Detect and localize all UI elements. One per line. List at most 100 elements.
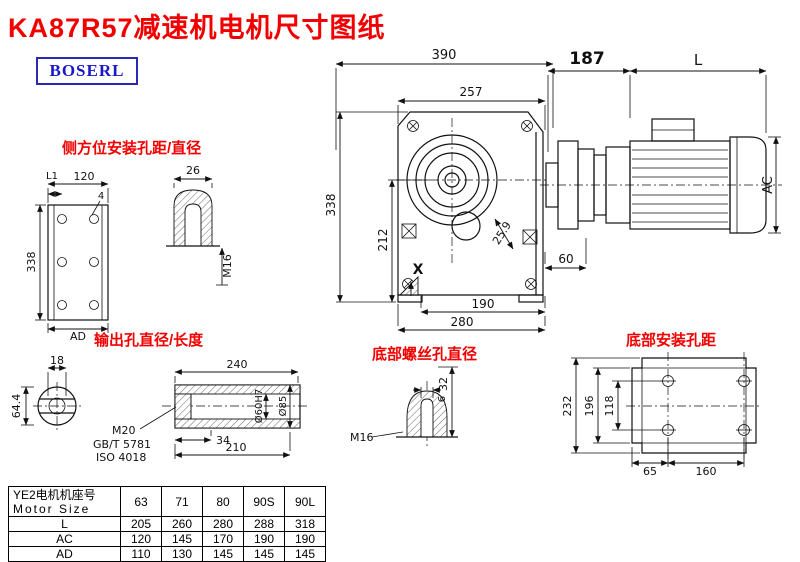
dim-160: 160 xyxy=(696,465,717,478)
dim-64p4-lines xyxy=(21,386,34,426)
dim-120-lines xyxy=(47,181,109,203)
dim-212-lines xyxy=(388,179,430,303)
dim-AD: AD xyxy=(70,330,86,343)
dim-257-lines xyxy=(397,98,546,130)
dim-280-lines xyxy=(397,304,546,333)
plate-holes xyxy=(57,214,99,310)
header-line2: Motor Size xyxy=(13,501,91,516)
dim-240-lines xyxy=(174,369,299,383)
cell-L-90S: 288 xyxy=(243,516,285,532)
dim-210: 210 xyxy=(226,441,247,454)
dim-187-lines xyxy=(547,68,631,152)
motor-size-table: YE2电机机座号 Motor Size 63 71 80 90S 90L L 2… xyxy=(8,486,326,562)
label-bottom-screw: 底部螺丝孔直径 xyxy=(372,346,478,363)
cell-AC-71: 145 xyxy=(161,531,203,547)
x-mark: X xyxy=(413,262,424,278)
dim-26: 26 xyxy=(186,164,200,177)
table-row-L: L 205 260 280 288 318 xyxy=(8,516,326,532)
row-label-AC: AC xyxy=(8,531,121,547)
dim-34-lines xyxy=(174,430,212,443)
cell-AD-71: 130 xyxy=(161,546,203,562)
dim-118: 118 xyxy=(603,396,616,417)
bottom-screw-view: 32 6 M16 xyxy=(350,366,458,449)
cell-AD-90L: 145 xyxy=(284,546,326,562)
header-col-71: 71 xyxy=(161,486,203,517)
table-row-AD: AD 110 130 145 145 145 xyxy=(8,546,326,562)
dim-338b-lines xyxy=(35,204,46,321)
std-gb: GB/T 5781 xyxy=(93,438,151,451)
dim-L-lines xyxy=(629,68,767,133)
dim-60-lines xyxy=(544,238,587,271)
dim-196: 196 xyxy=(583,396,596,417)
output-shaft-views: 18 64.4 240 M20 GB/T 5781 ISO 4 xyxy=(10,354,308,464)
row-label-AD: AD xyxy=(8,546,121,562)
label-output-hole: 输出孔直径/长度 xyxy=(94,332,204,349)
bottom-mount-view: 232 196 118 65 160 xyxy=(561,352,762,478)
cell-AD-80: 145 xyxy=(202,546,244,562)
dim-190: 190 xyxy=(472,297,495,311)
dim-60H7: Ø60H7 xyxy=(253,389,265,423)
dim-AC-lines xyxy=(768,136,781,234)
page-title: KA87R57减速机电机尺寸图纸 xyxy=(8,13,386,43)
dim-118-lines xyxy=(612,380,661,431)
cell-L-90L: 318 xyxy=(284,516,326,532)
dim-L1: L1 xyxy=(46,171,58,182)
cell-L-71: 260 xyxy=(161,516,203,532)
header-motor-size: YE2电机机座号 Motor Size xyxy=(8,486,121,517)
dim-25p9-lines xyxy=(494,218,514,250)
dim-4: 4 xyxy=(98,191,104,202)
dim-18: 18 xyxy=(50,354,64,367)
dim-196-lines xyxy=(593,367,630,444)
dim-280: 280 xyxy=(451,315,474,329)
gearbox-front-view: 390 257 338 212 25.9 xyxy=(324,48,587,333)
motor-side-view: 187 L AC xyxy=(540,49,782,234)
dim-240: 240 xyxy=(227,358,248,371)
dim-212: 212 xyxy=(376,229,390,252)
header-col-63: 63 xyxy=(120,486,162,517)
dim-M16-screw: M16 xyxy=(350,431,374,444)
dim-34: 34 xyxy=(216,434,230,447)
label-bottom-mount: 底部安装孔距 xyxy=(626,332,717,349)
m16-leader xyxy=(371,431,404,438)
table-header-row: YE2电机机座号 Motor Size 63 71 80 90S 90L xyxy=(8,486,326,517)
dim-65: 65 xyxy=(643,465,657,478)
dim-232-lines xyxy=(571,357,640,454)
dim-232: 232 xyxy=(561,396,574,417)
dim-390: 390 xyxy=(432,48,457,63)
corner-pads xyxy=(401,223,538,245)
mount-holes xyxy=(660,375,752,436)
dim-6: 6 xyxy=(437,396,448,402)
dim-L: L xyxy=(694,51,703,69)
std-iso: ISO 4018 xyxy=(96,451,146,464)
cell-L-63: 205 xyxy=(120,516,162,532)
brand-logo: BOSERL xyxy=(36,57,138,85)
dim-M20: M20 xyxy=(112,424,136,437)
header-col-90S: 90S xyxy=(243,486,285,517)
dim-M16-side: M16 xyxy=(221,254,234,278)
dim-18-lines xyxy=(47,365,67,396)
dim-160-lines xyxy=(667,438,745,467)
cell-AC-90L: 190 xyxy=(284,531,326,547)
dim-338: 338 xyxy=(324,194,338,217)
dim-338-lines xyxy=(336,111,408,303)
label-side-mount: 侧方位安装孔距/直径 xyxy=(62,140,202,157)
fan-cover xyxy=(729,136,767,234)
dim-190-lines xyxy=(420,296,546,315)
dim-60: 60 xyxy=(558,252,573,266)
row-label-L: L xyxy=(8,516,121,532)
dim-257: 257 xyxy=(460,85,483,99)
side-mount-view: L1 120 4 338 AD xyxy=(25,164,234,343)
hole-count-leader xyxy=(91,200,101,216)
dim-AD-lines xyxy=(47,323,109,333)
dim-85: Ø85 xyxy=(277,396,289,417)
m20-leader xyxy=(139,406,177,430)
cell-AC-63: 120 xyxy=(120,531,162,547)
dim-AC: AC xyxy=(761,176,776,194)
dim-390-lines xyxy=(335,61,554,150)
dim-26-lines xyxy=(173,176,213,188)
dim-120: 120 xyxy=(74,170,95,183)
table-row-AC: AC 120 145 170 190 190 xyxy=(8,531,326,547)
header-col-90L: 90L xyxy=(284,486,326,517)
